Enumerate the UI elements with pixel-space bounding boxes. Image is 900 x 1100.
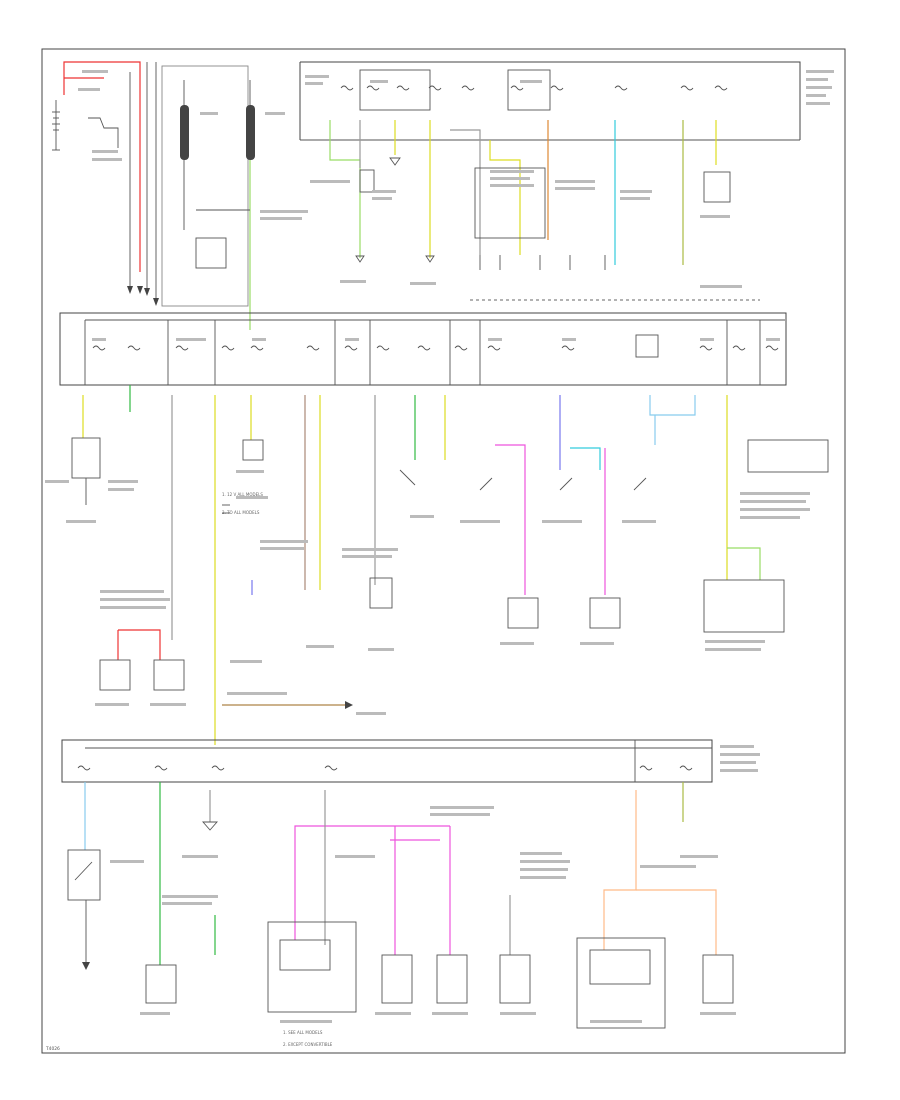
wire-mid-pink: [495, 444, 526, 595]
wire-mid-sky: [649, 395, 696, 416]
lower-components: [67, 821, 734, 1029]
starter-lead: [88, 117, 119, 148]
wire-low-peach: [603, 790, 637, 950]
wire-top-yellow-c: [489, 140, 521, 255]
wire-top-lightgreen: [329, 120, 361, 258]
lower-note-2: 2. EXCEPT CONVERTIBLE: [283, 1042, 333, 1047]
wire-top-gray-b: [450, 129, 481, 255]
main-fuse-glyphs: [92, 345, 779, 351]
wire-mid-lightgreen: [727, 547, 761, 580]
main-fuse-panel: [59, 312, 787, 386]
diagram-frame: [41, 48, 846, 1054]
fusible-links: [161, 65, 255, 330]
legend-note-2: 2. TO ALL MODELS: [222, 510, 260, 515]
lower-fuse-glyphs: [77, 765, 693, 771]
top-components: [355, 157, 760, 301]
battery-symbol: [52, 100, 60, 151]
middle-components: [71, 437, 829, 691]
lower-fuse-panel: [61, 739, 713, 783]
tan-wire-arrow: [345, 701, 353, 709]
wire-battery-red: [63, 61, 141, 272]
top-fuse-glyphs: [340, 85, 728, 91]
legend-note-1: 1. 12 V ALL MODELS: [222, 492, 263, 497]
battery-feed-arrows: [127, 62, 159, 306]
wire-mid-red-2: [118, 629, 161, 660]
corner-code: T4026: [45, 1046, 60, 1052]
wire-low-peach-2: [636, 889, 717, 955]
top-fuse-box: [299, 61, 801, 141]
lower-note-1: 1. SEE ALL MODELS: [283, 1030, 323, 1035]
wire-mid-cyan: [570, 447, 601, 470]
illegible-label-marks: [45, 70, 834, 1023]
wire-low-pink-1: [294, 825, 450, 940]
